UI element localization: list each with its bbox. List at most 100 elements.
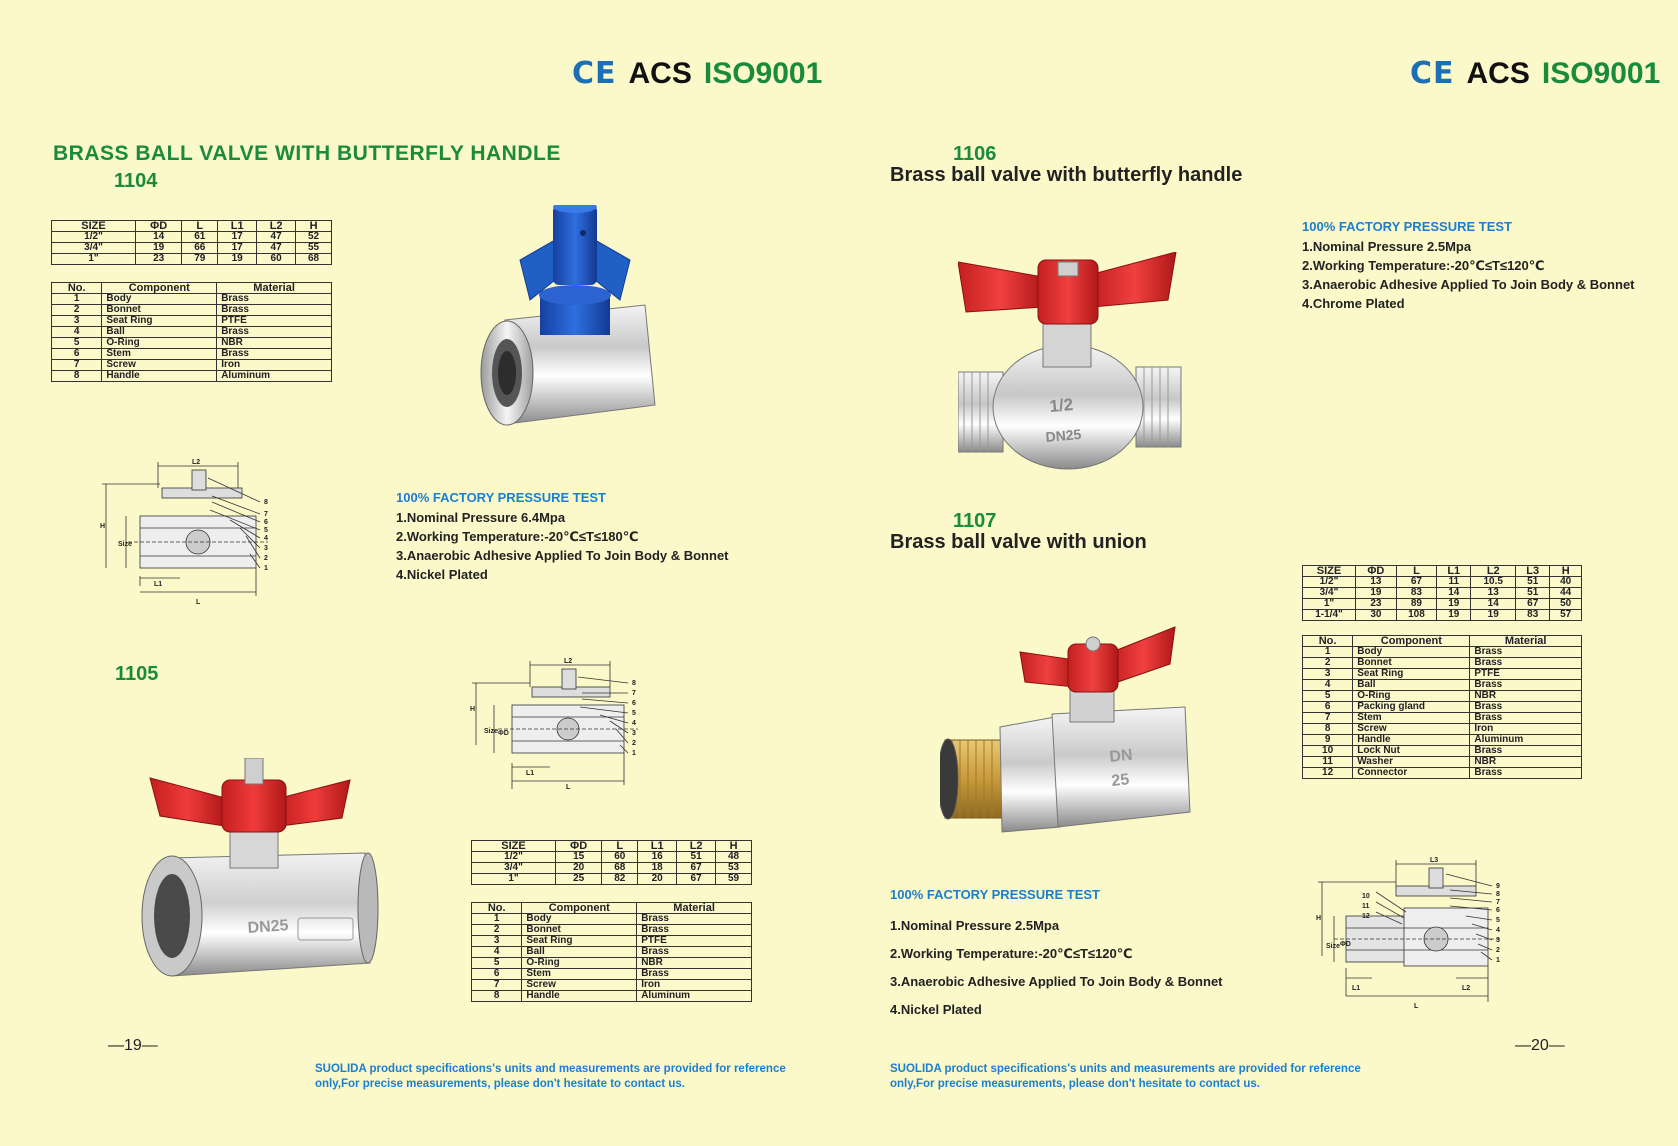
dim-label-l: L [566, 784, 571, 791]
table-cell: 1" [1302, 598, 1356, 610]
product-title-1107: Brass ball valve with union [890, 531, 1147, 553]
table-cell: 19 [1470, 609, 1517, 621]
diagram-1105: L2 H Size ΦD L1 L 8 7 6 5 4 3 2 1 [470, 658, 638, 791]
specs-list-1106: 1.Nominal Pressure 2.5Mpa 2.Working Temp… [1302, 237, 1635, 313]
table-header: L2 [1470, 565, 1517, 577]
table-cell: 1/2" [471, 851, 556, 863]
table-cell: 14 [1436, 587, 1472, 599]
table-cell: Brass [1469, 657, 1582, 669]
table-cell: 67 [676, 873, 717, 885]
part-number: 7 [264, 511, 268, 518]
table-header: L1 [217, 220, 258, 232]
table-cell: 79 [181, 253, 219, 265]
page-title: BRASS BALL VALVE WITH BUTTERFLY HANDLE [53, 142, 561, 165]
valve-photo-1104 [480, 205, 656, 426]
table-cell: Handle [101, 370, 218, 382]
spec-item: 1.Nominal Pressure 2.5Mpa [1302, 239, 1472, 254]
table-cell: 1" [51, 253, 136, 265]
table-header: L2 [676, 840, 717, 852]
size-table-1107: SIZE ΦD L L1 L2 L3 H 1/2" 13 67 11 10.5 … [1302, 565, 1582, 621]
spec-item: 4.Nickel Plated [890, 1002, 982, 1017]
dim-label-l1: L1 [526, 770, 534, 777]
part-number: 6 [264, 519, 268, 526]
table-cell: 8 [50, 370, 103, 382]
table-header: L1 [1436, 565, 1472, 577]
table-cell: 1-1/4" [1302, 609, 1356, 621]
spec-item: 3.Anaerobic Adhesive Applied To Join Bod… [396, 548, 729, 563]
table-cell: PTFE [216, 315, 332, 327]
table-cell: 3/4" [51, 242, 136, 254]
table-cell: Seat Ring [1352, 668, 1471, 680]
dim-label-size: Size [118, 541, 132, 548]
table-header: L [181, 220, 219, 232]
table-cell: 67 [676, 862, 717, 874]
specs-list-1107: 1.Nominal Pressure 2.5Mpa 2.Working Temp… [890, 912, 1223, 1024]
table-header: No. [470, 902, 523, 914]
table-cell: Brass [636, 924, 752, 936]
spec-item: 2.Working Temperature:-20℃≤T≤120℃ [890, 946, 1133, 961]
table-cell: 61 [181, 231, 219, 243]
table-cell: Brass [1469, 745, 1582, 757]
table-cell: 4 [50, 326, 103, 338]
table-cell: Bonnet [101, 304, 218, 316]
table-header: L1 [637, 840, 678, 852]
table-cell: 52 [295, 231, 332, 243]
table-cell: 13 [1470, 587, 1517, 599]
pressure-test-heading-1104: 100% FACTORY PRESSURE TEST [396, 490, 606, 505]
spec-item: 3.Anaerobic Adhesive Applied To Join Bod… [890, 974, 1223, 989]
part-number: 6 [632, 700, 636, 707]
part-number: 5 [264, 527, 268, 534]
part-number: 8 [1496, 891, 1500, 898]
page-number-left: —19— [108, 1037, 158, 1054]
spec-item: 4.Nickel Plated [396, 567, 488, 582]
table-cell: Connector [1352, 767, 1471, 779]
table-header: L [601, 840, 639, 852]
table-cell: Screw [101, 359, 218, 371]
table-cell: 14 [134, 231, 183, 243]
table-cell: PTFE [1469, 668, 1582, 680]
table-cell: 12 [1301, 767, 1354, 779]
table-cell: 17 [217, 231, 258, 243]
page-number-right: —20— [1515, 1037, 1565, 1054]
table-cell: O-Ring [1352, 690, 1471, 702]
part-number: 9 [1496, 883, 1500, 890]
table-cell: 3 [1301, 668, 1354, 680]
table-cell: 4 [1301, 679, 1354, 691]
table-cell: 55 [295, 242, 332, 254]
table-header: Component [101, 282, 218, 294]
dim-label-l2: L2 [1462, 985, 1470, 992]
table-cell: 47 [256, 231, 297, 243]
table-cell: 7 [470, 979, 523, 991]
table-row: 1/2" 15 60 16 51 48 [471, 851, 752, 863]
table-cell: 40 [1549, 576, 1582, 588]
table-cell: 30 [1355, 609, 1397, 621]
table-row: 1" 25 82 20 67 59 [471, 873, 752, 885]
table-cell: Aluminum [216, 370, 332, 382]
dim-label-h: H [1316, 915, 1321, 922]
table-cell: 57 [1549, 609, 1582, 621]
table-cell: 1 [1301, 646, 1354, 658]
table-row: 3/4" 20 68 18 67 53 [471, 862, 752, 874]
dim-label-od: ΦD [498, 730, 509, 737]
table-cell: Brass [1469, 646, 1582, 658]
part-number: 4 [1496, 927, 1500, 934]
part-number: 3 [264, 545, 268, 552]
ce-mark: CE [572, 56, 617, 91]
table-cell: Brass [216, 326, 332, 338]
table-cell: 2 [50, 304, 103, 316]
table-cell: 83 [1515, 609, 1551, 621]
acs-mark: ACS [1466, 56, 1530, 90]
spec-item: 2.Working Temperature:-20℃≤T≤180℃ [396, 529, 639, 544]
table-cell: 1 [470, 913, 523, 925]
